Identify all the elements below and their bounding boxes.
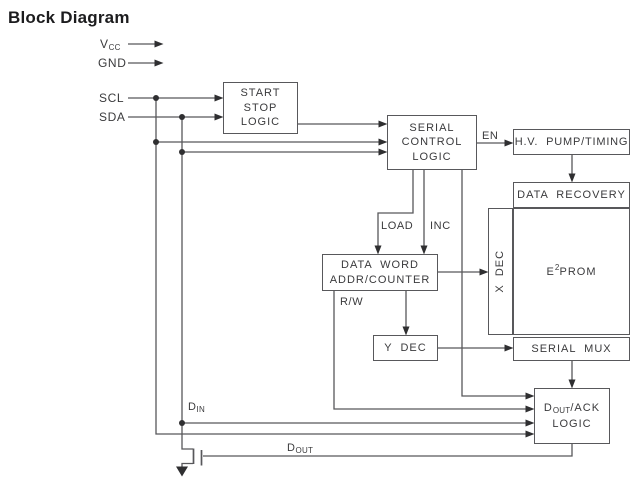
- rw-wire: [333, 291, 535, 413]
- block-hv-pump-timing: H.V. PUMP/TIMING: [513, 129, 630, 155]
- block-label-line: H.V. PUMP/TIMING: [514, 135, 629, 148]
- block-start-stop-logic: START STOP LOGIC: [223, 82, 298, 134]
- block-data-recovery: DATA RECOVERY: [513, 182, 630, 208]
- scl-junction-dot: [153, 95, 159, 101]
- block-x-dec: X DEC: [488, 208, 513, 335]
- pin-label-dout: DOUT: [287, 443, 313, 455]
- scl-bottom-wire: [155, 98, 535, 438]
- block-label-line: DOUT/ACK: [544, 401, 600, 417]
- pin-label-gnd: GND: [98, 56, 127, 70]
- block-label-line: CONTROL: [401, 136, 463, 149]
- sda-junction-dot: [179, 114, 185, 120]
- block-label-line: E2PROM: [547, 263, 597, 280]
- din-subscript: IN: [196, 405, 205, 414]
- pin-label-sda: SDA: [99, 110, 126, 124]
- block-dout-ack-logic: DOUT/ACK LOGIC: [534, 388, 610, 444]
- block-data-word-addr-counter: DATA WORD ADDR/COUNTER: [322, 254, 438, 291]
- block-label-line: STOP: [243, 101, 278, 114]
- block-label-line: LOGIC: [552, 417, 592, 430]
- pin-label-din: DIN: [188, 402, 205, 414]
- block-label-line: X DEC: [494, 250, 507, 293]
- pin-label-vcc: VCC: [100, 38, 121, 52]
- block-label-line: SERIAL: [409, 121, 455, 134]
- page-title: Block Diagram: [8, 8, 130, 27]
- block-label-line: DATA WORD: [341, 258, 419, 271]
- serialcontrol-ack-wire: [461, 170, 535, 400]
- scl-branch-junction-dot: [153, 139, 159, 145]
- block-label-line: SERIAL MUX: [531, 342, 612, 355]
- signal-label-rw: R/W: [340, 296, 364, 308]
- dout-wire: [203, 444, 573, 457]
- ground-arrow-icon: [176, 466, 188, 477]
- eeprom-base: E: [546, 266, 555, 279]
- pin-label-scl: SCL: [99, 91, 125, 105]
- block-y-dec: Y DEC: [373, 335, 438, 361]
- signal-label-en: EN: [482, 130, 499, 142]
- dout-subscript: OUT: [295, 446, 314, 455]
- block-label-line: DATA RECOVERY: [517, 188, 626, 201]
- eeprom-rest: PROM: [559, 266, 597, 279]
- doutack-base: D: [543, 401, 553, 414]
- signal-label-load: LOAD: [381, 220, 414, 232]
- din-base: D: [188, 401, 197, 413]
- sda-branch-junction-dot: [179, 149, 185, 155]
- eeprom-superscript: 2: [554, 263, 560, 273]
- block-label-line: ADDR/COUNTER: [329, 273, 431, 286]
- mosfet-drain-wire: [181, 423, 193, 450]
- din-junction-dot: [179, 420, 185, 426]
- dout-base: D: [287, 442, 296, 454]
- block-eeprom: E2PROM: [513, 208, 630, 335]
- block-label-line: START: [240, 87, 281, 100]
- doutack-rest: /ACK: [570, 401, 601, 414]
- block-serial-control-logic: SERIAL CONTROL LOGIC: [387, 115, 477, 170]
- vcc-base: V: [100, 37, 109, 51]
- vcc-subscript: CC: [108, 43, 121, 52]
- block-serial-mux: SERIAL MUX: [513, 337, 630, 361]
- block-label-line: LOGIC: [240, 116, 281, 129]
- doutack-subscript: OUT: [552, 405, 571, 415]
- block-label-line: LOGIC: [412, 150, 452, 163]
- mosfet-source-wire: [181, 462, 193, 467]
- block-label-line: Y DEC: [384, 341, 427, 354]
- load-wire: [374, 170, 414, 255]
- signal-label-inc: INC: [430, 220, 451, 232]
